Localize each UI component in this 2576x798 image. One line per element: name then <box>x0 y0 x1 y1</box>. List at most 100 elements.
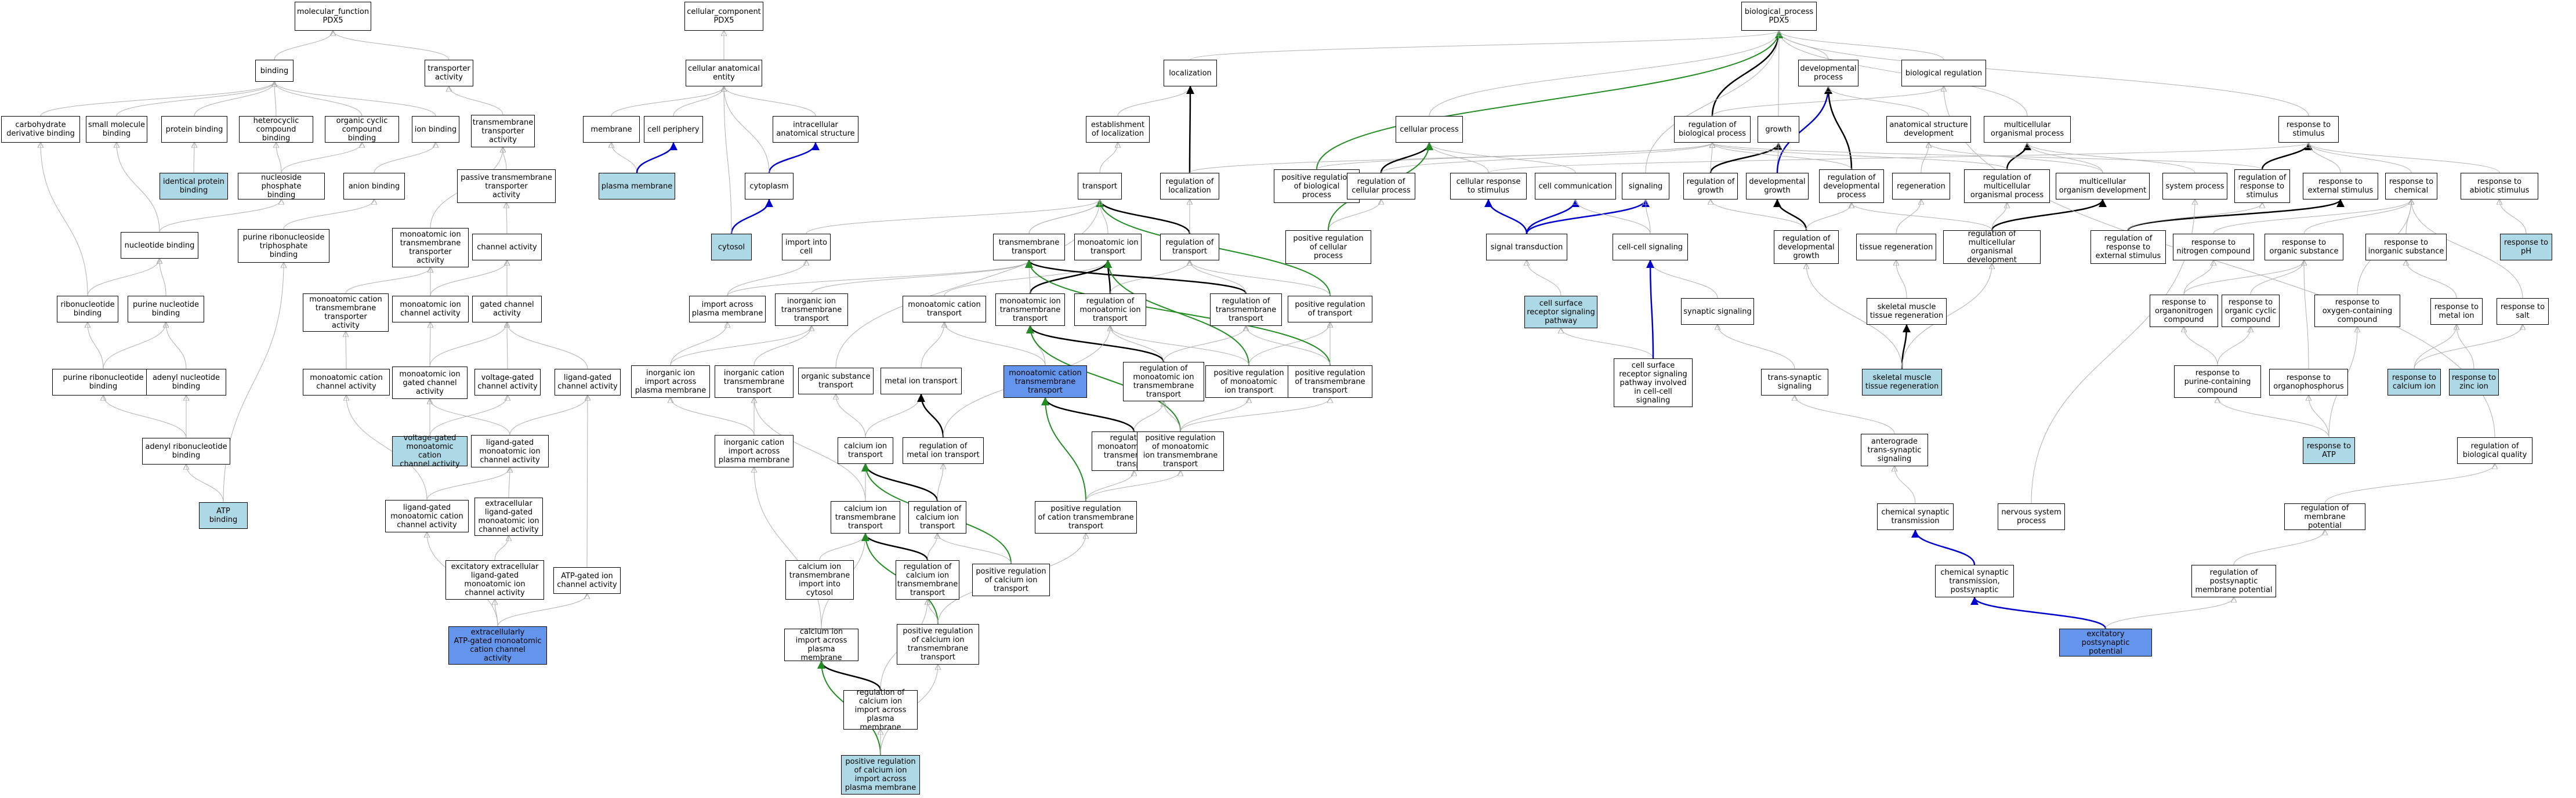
node-membrane[interactable]: membrane <box>583 116 640 143</box>
node-cell-cell-signaling[interactable]: cell-cell signaling <box>1613 234 1688 260</box>
node-establishment-localization[interactable]: establishment of localization <box>1086 116 1150 143</box>
node-organic-cyclic-binding[interactable]: organic cyclic compound binding <box>325 116 399 143</box>
node-extracellular-ligand-gated[interactable]: extracellular ligand-gated monoatomic io… <box>474 498 543 536</box>
node-localization[interactable]: localization <box>1164 60 1217 86</box>
node-reg-dev-growth[interactable]: regulation of developmental growth <box>1774 230 1839 264</box>
node-inorganic-cation-tm-transport[interactable]: inorganic cation transmembrane transport <box>715 365 794 398</box>
node-small-mol-binding[interactable]: small molecule binding <box>86 116 147 143</box>
node-tm-transporter-activity[interactable]: transmembrane transporter activity <box>471 115 535 147</box>
node-monoatomic-ion-transport[interactable]: monoatomic ion transport <box>1074 234 1142 260</box>
node-cell-periphery[interactable]: cell periphery <box>644 116 703 143</box>
node-nucleotide-binding[interactable]: nucleotide binding <box>121 232 198 259</box>
node-transporter-activity[interactable]: transporter activity <box>425 60 473 86</box>
node-response-organic-cyclic[interactable]: response to organic cyclic compound <box>2222 295 2280 327</box>
node-cytosol[interactable]: cytosol <box>711 234 752 260</box>
node-cae[interactable]: cellular anatomical entity <box>686 60 762 86</box>
node-multicellular-org-dev[interactable]: multicellular organism development <box>2056 173 2150 200</box>
node-reg-transport[interactable]: regulation of transport <box>1160 234 1219 260</box>
node-excitatory-extracellular[interactable]: excitatory extracellular ligand-gated mo… <box>445 560 544 600</box>
node-organic-substance-transport[interactable]: organic substance transport <box>798 368 874 394</box>
node-response-to-stimulus[interactable]: response to stimulus <box>2278 116 2339 143</box>
node-pos-reg-cation-tm-transport[interactable]: positive regulation of cation transmembr… <box>1035 501 1137 534</box>
node-inorganic-ion-tm-transport[interactable]: inorganic ion transmembrane transport <box>775 293 848 326</box>
node-monoatomic-cation-channel[interactable]: monoatomic cation channel activity <box>303 369 390 396</box>
node-pos-reg-tm-transport[interactable]: positive regulation of transmembrane tra… <box>1288 365 1372 398</box>
node-channel-activity[interactable]: channel activity <box>472 234 542 260</box>
node-monoatomic-cation-transport[interactable]: monoatomic cation transport <box>903 296 986 322</box>
node-reg-growth[interactable]: regulation of growth <box>1683 173 1738 200</box>
node-gated-channel-activity[interactable]: gated channel activity <box>472 296 542 322</box>
node-dev-growth[interactable]: developmental growth <box>1746 173 1809 200</box>
node-signal-transduction[interactable]: signal transduction <box>1486 234 1567 260</box>
node-monoatomic-ion-channel[interactable]: monoatomic ion channel activity <box>392 296 469 322</box>
node-developmental-process[interactable]: developmental process <box>1798 60 1858 86</box>
node-cellular-response-stimulus[interactable]: cellular response to stimulus <box>1450 173 1527 200</box>
node-cellular-process[interactable]: cellular process <box>1396 116 1463 143</box>
node-purine-nucleotide-binding[interactable]: purine nucleotide binding <box>128 296 204 322</box>
node-anatomical-structure-dev[interactable]: anatomical structure development <box>1886 116 1971 143</box>
node-reg-monoatomic-ion-transport[interactable]: regulation of monoatomic ion transport <box>1074 293 1146 326</box>
node-pos-reg-cellular-process[interactable]: positive regulation of cellular process <box>1285 230 1371 264</box>
node-response-abiotic[interactable]: response to abiotic stimulus <box>2461 173 2538 200</box>
node-response-calcium-ion[interactable]: response to calcium ion <box>2387 369 2441 396</box>
node-reg-calcium-ion-import-pm[interactable]: regulation of calcium ion import across … <box>843 688 918 732</box>
node-heterocyclic-binding[interactable]: heterocyclic compound binding <box>239 116 313 143</box>
node-pos-reg-monoatomic-ion-tm-transport[interactable]: positive regulation of monoatomic ion tr… <box>1137 431 1224 471</box>
node-reg-localization[interactable]: regulation of localization <box>1160 173 1219 200</box>
node-calcium-ion-transport[interactable]: calcium ion transport <box>838 437 893 464</box>
node-chemical-synaptic-postsynaptic[interactable]: chemical synaptic transmission, postsyna… <box>1935 565 2014 597</box>
node-atp-gated-ion-channel[interactable]: ATP-gated ion channel activity <box>553 567 621 594</box>
node-response-oxygen-containing[interactable]: response to oxygen-containing compound <box>2314 295 2400 327</box>
node-reg-multicellular[interactable]: regulation of multicellular organismal p… <box>1964 169 2050 203</box>
node-carb-deriv-binding[interactable]: carbohydrate derivative binding <box>1 116 80 143</box>
node-reg-cellular-process[interactable]: regulation of cellular process <box>1347 173 1415 200</box>
node-multicellular-org-process[interactable]: multicellular organismal process <box>1984 116 2071 143</box>
node-purine-ribonucleotide-binding[interactable]: purine ribonucleotide binding <box>52 369 154 396</box>
node-adenyl-ribonucleotide-binding[interactable]: adenyl ribonucleotide binding <box>142 438 230 465</box>
node-extracellularly-atp-gated[interactable]: extracellularly ATP-gated monoatomic cat… <box>448 626 547 665</box>
node-purine-ribonucleoside-tp-binding[interactable]: purine ribonucleoside triphosphate bindi… <box>238 229 329 263</box>
node-synaptic-signaling[interactable]: synaptic signaling <box>1681 298 1754 325</box>
node-skeletal-muscle-tissue-regen[interactable]: skeletal muscle tissue regeneration <box>1867 298 1947 325</box>
node-reg-postsynaptic-potential[interactable]: regulation of postsynaptic membrane pote… <box>2191 565 2276 597</box>
node-pos-reg-monoatomic-ion-transport[interactable]: positive regulation of monoatomic ion tr… <box>1205 365 1292 398</box>
node-signaling[interactable]: signaling <box>1622 173 1669 200</box>
node-transport[interactable]: transport <box>1078 173 1122 200</box>
node-monoatomic-ion-tm-transporter[interactable]: monoatomic ion transmembrane transporter… <box>392 228 469 267</box>
node-passive-tm-transporter[interactable]: passive transmembrane transporter activi… <box>457 169 556 203</box>
node-response-zinc-ion[interactable]: response to zinc ion <box>2449 369 2499 396</box>
node-regeneration[interactable]: regeneration <box>1892 173 1950 200</box>
node-reg-calcium-ion-tm-transport[interactable]: regulation of calcium ion transmembrane … <box>896 560 959 600</box>
node-protein-binding[interactable]: protein binding <box>161 116 227 143</box>
node-pos-reg-bio-process[interactable]: positive regulation of biological proces… <box>1274 169 1360 203</box>
node-monoatomic-cation-tm-transporter[interactable]: monoatomic cation transmembrane transpor… <box>303 293 389 332</box>
node-chemical-synaptic-transmission[interactable]: chemical synaptic transmission <box>1877 503 1954 530</box>
node-anion-binding[interactable]: anion binding <box>343 173 405 200</box>
node-adenyl-nucleotide-binding[interactable]: adenyl nucleotide binding <box>146 369 226 396</box>
node-bp[interactable]: biological_process PDX5 <box>1741 2 1817 31</box>
node-reg-response-external[interactable]: regulation of response to external stimu… <box>2090 230 2166 264</box>
node-response-to-atp[interactable]: response to ATP <box>2303 437 2355 464</box>
node-reg-calcium-ion-transport[interactable]: regulation of calcium ion transport <box>908 501 966 534</box>
node-pos-reg-transport[interactable]: positive regulation of transport <box>1288 296 1372 322</box>
node-pos-reg-calcium-ion-transport[interactable]: positive regulation of calcium ion trans… <box>972 564 1050 596</box>
node-reg-bio-process[interactable]: regulation of biological process <box>1674 116 1751 143</box>
node-calcium-ion-tm-transport[interactable]: calcium ion transmembrane transport <box>831 501 900 534</box>
node-inorganic-ion-import-pm[interactable]: inorganic ion import across plasma membr… <box>631 365 710 398</box>
node-response-chemical[interactable]: response to chemical <box>2385 173 2437 200</box>
node-reg-dev-process[interactable]: regulation of developmental process <box>1819 169 1884 203</box>
node-ion-binding[interactable]: ion binding <box>412 116 459 143</box>
node-reg-multicellular-dev[interactable]: regulation of multicellular organismal d… <box>1943 230 2041 264</box>
node-response-inorganic[interactable]: response to inorganic substance <box>2365 234 2447 260</box>
node-ligand-gated-monoatomic-cation[interactable]: ligand-gated monoatomic cation channel a… <box>385 500 469 532</box>
node-ligand-gated-channel[interactable]: ligand-gated channel activity <box>555 369 621 396</box>
node-cell-surface-receptor-pathway[interactable]: cell surface receptor signaling pathway <box>1524 296 1597 328</box>
node-pos-reg-calcium-ion-import-pm[interactable]: positive regulation of calcium ion impor… <box>841 755 920 795</box>
node-calcium-ion-import-pm[interactable]: calcium ion import across plasma membran… <box>784 627 858 662</box>
node-reg-tm-transport[interactable]: regulation of transmembrane transport <box>1210 293 1282 326</box>
node-cc[interactable]: cellular_component PDX5 <box>684 2 763 31</box>
node-monoatomic-cation-tm-transport[interactable]: monoatomic cation transmembrane transpor… <box>1003 365 1087 398</box>
node-nervous-system-process[interactable]: nervous system process <box>1998 503 2065 530</box>
node-pos-reg-calcium-ion-tm-transport[interactable]: positive regulation of calcium ion trans… <box>897 624 979 665</box>
node-metal-ion-transport[interactable]: metal ion transport <box>881 368 962 394</box>
